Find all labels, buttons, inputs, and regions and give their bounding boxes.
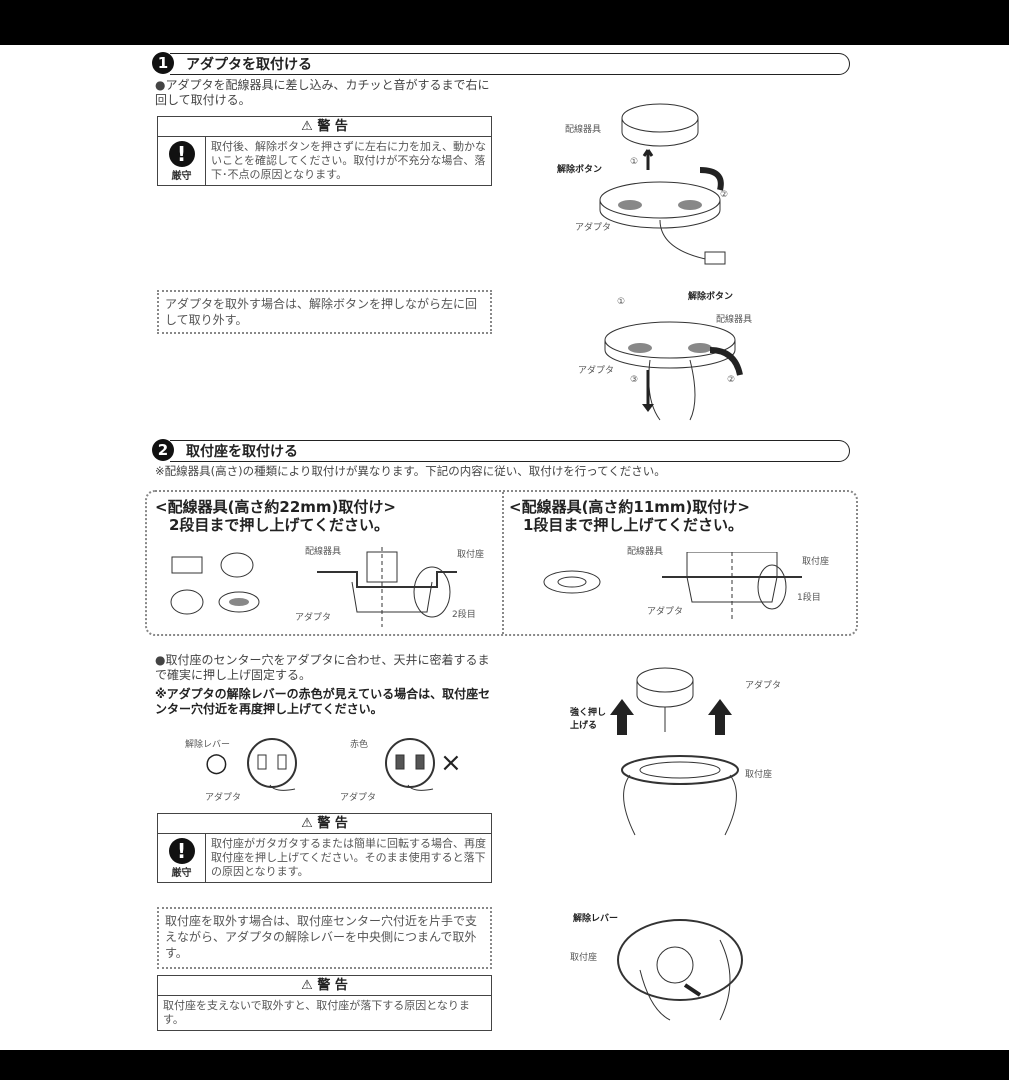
label-step1: ① [630, 157, 639, 167]
label-release-button: 解除ボタン [688, 292, 734, 302]
base-push-illustration [610, 667, 739, 836]
section2-number: 2 [152, 439, 174, 461]
right-panel-subtitle: 1段目まで押し上げてください。 [523, 516, 743, 534]
section1-header: 1 アダプタを取付ける [152, 52, 850, 75]
label-base: 取付座 [457, 550, 485, 560]
adapter-ok-illustration [247, 738, 297, 791]
label-adapter: アダプタ [575, 223, 612, 233]
section1-title: アダプタを取付ける [186, 57, 312, 73]
label-wiring: 配線器具 [565, 125, 602, 135]
section1-instruction: ●アダプタを配線器具に差し込み、カチッと音がするまで右に回して取付ける。 [155, 78, 490, 107]
label-adapter: アダプタ [745, 681, 782, 691]
ng-mark: × [440, 748, 462, 778]
warning-title: ⚠ 警 告 [158, 117, 491, 137]
section2-removal-note: 取付座を取外す場合は、取付座センター穴付近を片手で支えながら、アダプタの解除レバ… [157, 907, 492, 969]
section2-note: ※配線器具(高さ)の種類により取付けが異なります。下記の内容に従い、取付けを行っ… [155, 464, 666, 478]
label-base: 取付座 [745, 770, 773, 780]
manual-page: 1 アダプタを取付ける ●アダプタを配線器具に差し込み、カチッと音がするまで右に… [0, 45, 1009, 1050]
warning-text: 取付座を支えないで取外すと、取付座が落下する原因となります。 [163, 999, 470, 1026]
label-wiring: 配線器具 [716, 315, 753, 325]
label-step3: ③ [630, 375, 639, 385]
label-base: 取付座 [570, 953, 598, 963]
left-panel-subtitle: 2段目まで押し上げてください。 [169, 516, 389, 534]
label-adapter: アダプタ [578, 366, 615, 376]
warning-text: 取付座がガタガタするまたは簡単に回転する場合、再度取付座を押し上げてください。そ… [211, 837, 486, 878]
icon-label: 厳守 [171, 170, 192, 182]
label-step2: ② [727, 375, 736, 385]
section2-header: 2 取付座を取付ける [152, 439, 850, 462]
adapter-install-illustration [599, 103, 726, 265]
exclamation-icon: !厳守 [158, 137, 206, 185]
label-adapter: アダプタ [205, 793, 242, 803]
wiring-device-types-illustration [170, 552, 260, 615]
label-adapter: アダプタ [295, 613, 332, 623]
label-release-button: 解除ボタン [557, 165, 603, 175]
label-adapter: アダプタ [647, 607, 684, 617]
label-wiring: 配線器具 [627, 547, 664, 557]
label-stage2: 2段目 [452, 610, 476, 620]
label-release-lever: 解除レバー [573, 914, 619, 924]
adapter-removal-illustration [604, 321, 743, 421]
adapter-ng-illustration [385, 738, 435, 791]
label-stage1: 1段目 [797, 593, 821, 603]
section2-caution: ※アダプタの解除レバーの赤色が見えている場合は、取付座センター穴付近を再度押し上… [155, 687, 491, 716]
warning-text: 取付後、解除ボタンを押さずに左右に力を加え、動かないことを確認してください。取付… [211, 140, 486, 181]
label-wiring: 配線器具 [305, 547, 342, 557]
section2-warning: ⚠ 警 告 !厳守 取付座がガタガタするまたは簡単に回転する場合、再度取付座を押… [157, 813, 492, 883]
section1-warning: ⚠ 警 告 !厳守 取付後、解除ボタンを押さずに左右に力を加え、動かないことを確… [157, 116, 492, 186]
section1-number: 1 [152, 52, 174, 74]
mounting-panels: <配線器具(高さ約22mm)取付け> 2段目まで押し上げてください。 <配線器具… [145, 490, 858, 636]
warning-title: ⚠ 警 告 [158, 976, 491, 996]
section1-removal-note: アダプタを取外す場合は、解除ボタンを押しながら左に回して取り外す。 [157, 290, 492, 334]
icon-label: 厳守 [171, 867, 192, 879]
warning-title: ⚠ 警 告 [158, 814, 491, 834]
adapter-ring-illustration [543, 570, 601, 594]
22mm-section-illustration [317, 547, 457, 627]
exclamation-icon: !厳守 [158, 834, 206, 882]
label-red: 赤色 [350, 740, 369, 750]
left-panel-title: <配線器具(高さ約22mm)取付け> [155, 498, 396, 516]
label-adapter: アダプタ [340, 793, 377, 803]
11mm-section-illustration [662, 552, 802, 622]
base-removal-illustration [617, 919, 743, 1021]
section2-instruction: ●取付座のセンター穴をアダプタに合わせ、天井に密着するまで確実に押し上げ固定する… [155, 653, 490, 682]
label-release-lever: 解除レバー [185, 740, 231, 750]
label-step2: ② [720, 190, 729, 200]
ok-mark: ○ [205, 748, 228, 778]
label-base: 取付座 [802, 557, 830, 567]
label-step1: ① [617, 297, 626, 307]
section2-title: 取付座を取付ける [186, 444, 298, 460]
right-panel-title: <配線器具(高さ約11mm)取付け> [509, 498, 750, 516]
label-push-up: 強く押し上げる [570, 708, 607, 731]
section2-warning2: ⚠ 警 告 取付座を支えないで取外すと、取付座が落下する原因となります。 [157, 975, 492, 1031]
